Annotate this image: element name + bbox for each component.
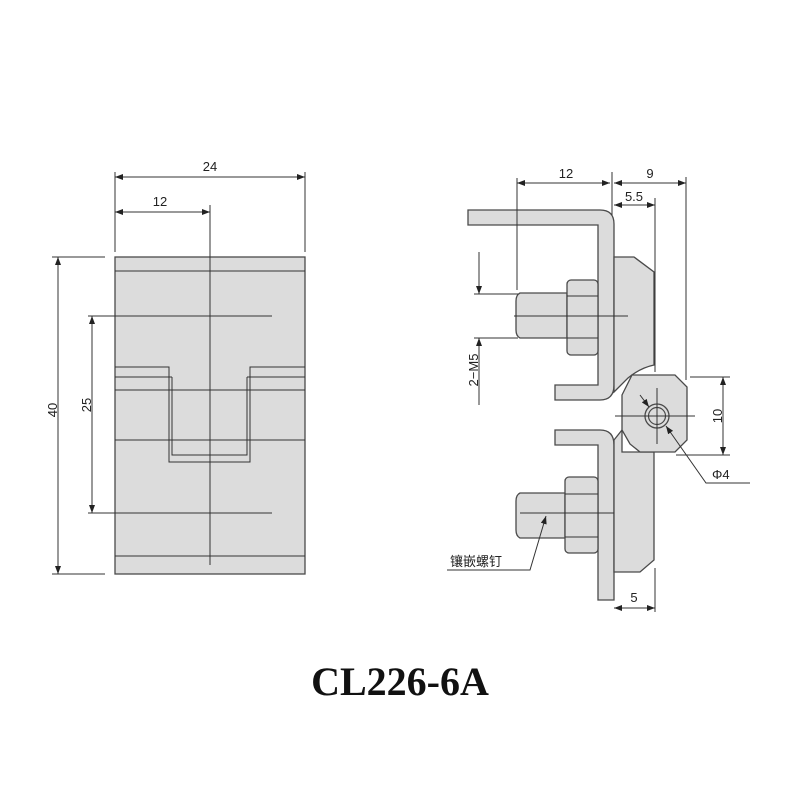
dim-bolt-offset: 12 bbox=[559, 166, 573, 181]
dim-width: 24 bbox=[203, 159, 217, 174]
dim-knuckle-height: 10 bbox=[710, 409, 725, 423]
dim-overall-depth: 9 bbox=[646, 166, 653, 181]
lower-leaf bbox=[613, 428, 655, 573]
thread-label: 2−M5 bbox=[466, 354, 481, 387]
dim-height: 40 bbox=[45, 403, 60, 417]
dim-hole-pitch: 25 bbox=[79, 398, 94, 412]
upper-leaf bbox=[613, 256, 655, 394]
lower-bolt-stud bbox=[515, 492, 566, 539]
model-title: CL226-6A bbox=[311, 659, 489, 704]
lower-nut bbox=[564, 476, 599, 554]
side-view: 12 9 5.5 10 5 2−M5 Φ4 镶嵌螺钉 bbox=[447, 166, 750, 612]
front-view: 24 12 40 25 bbox=[45, 159, 306, 575]
dim-half-width: 12 bbox=[153, 194, 167, 209]
upper-nut bbox=[566, 279, 599, 356]
insert-screw-label: 镶嵌螺钉 bbox=[450, 554, 502, 569]
pin-diameter-label: Φ4 bbox=[712, 467, 730, 482]
dim-pin-offset: 5.5 bbox=[625, 189, 643, 204]
dim-plate-thickness: 5 bbox=[630, 590, 637, 605]
